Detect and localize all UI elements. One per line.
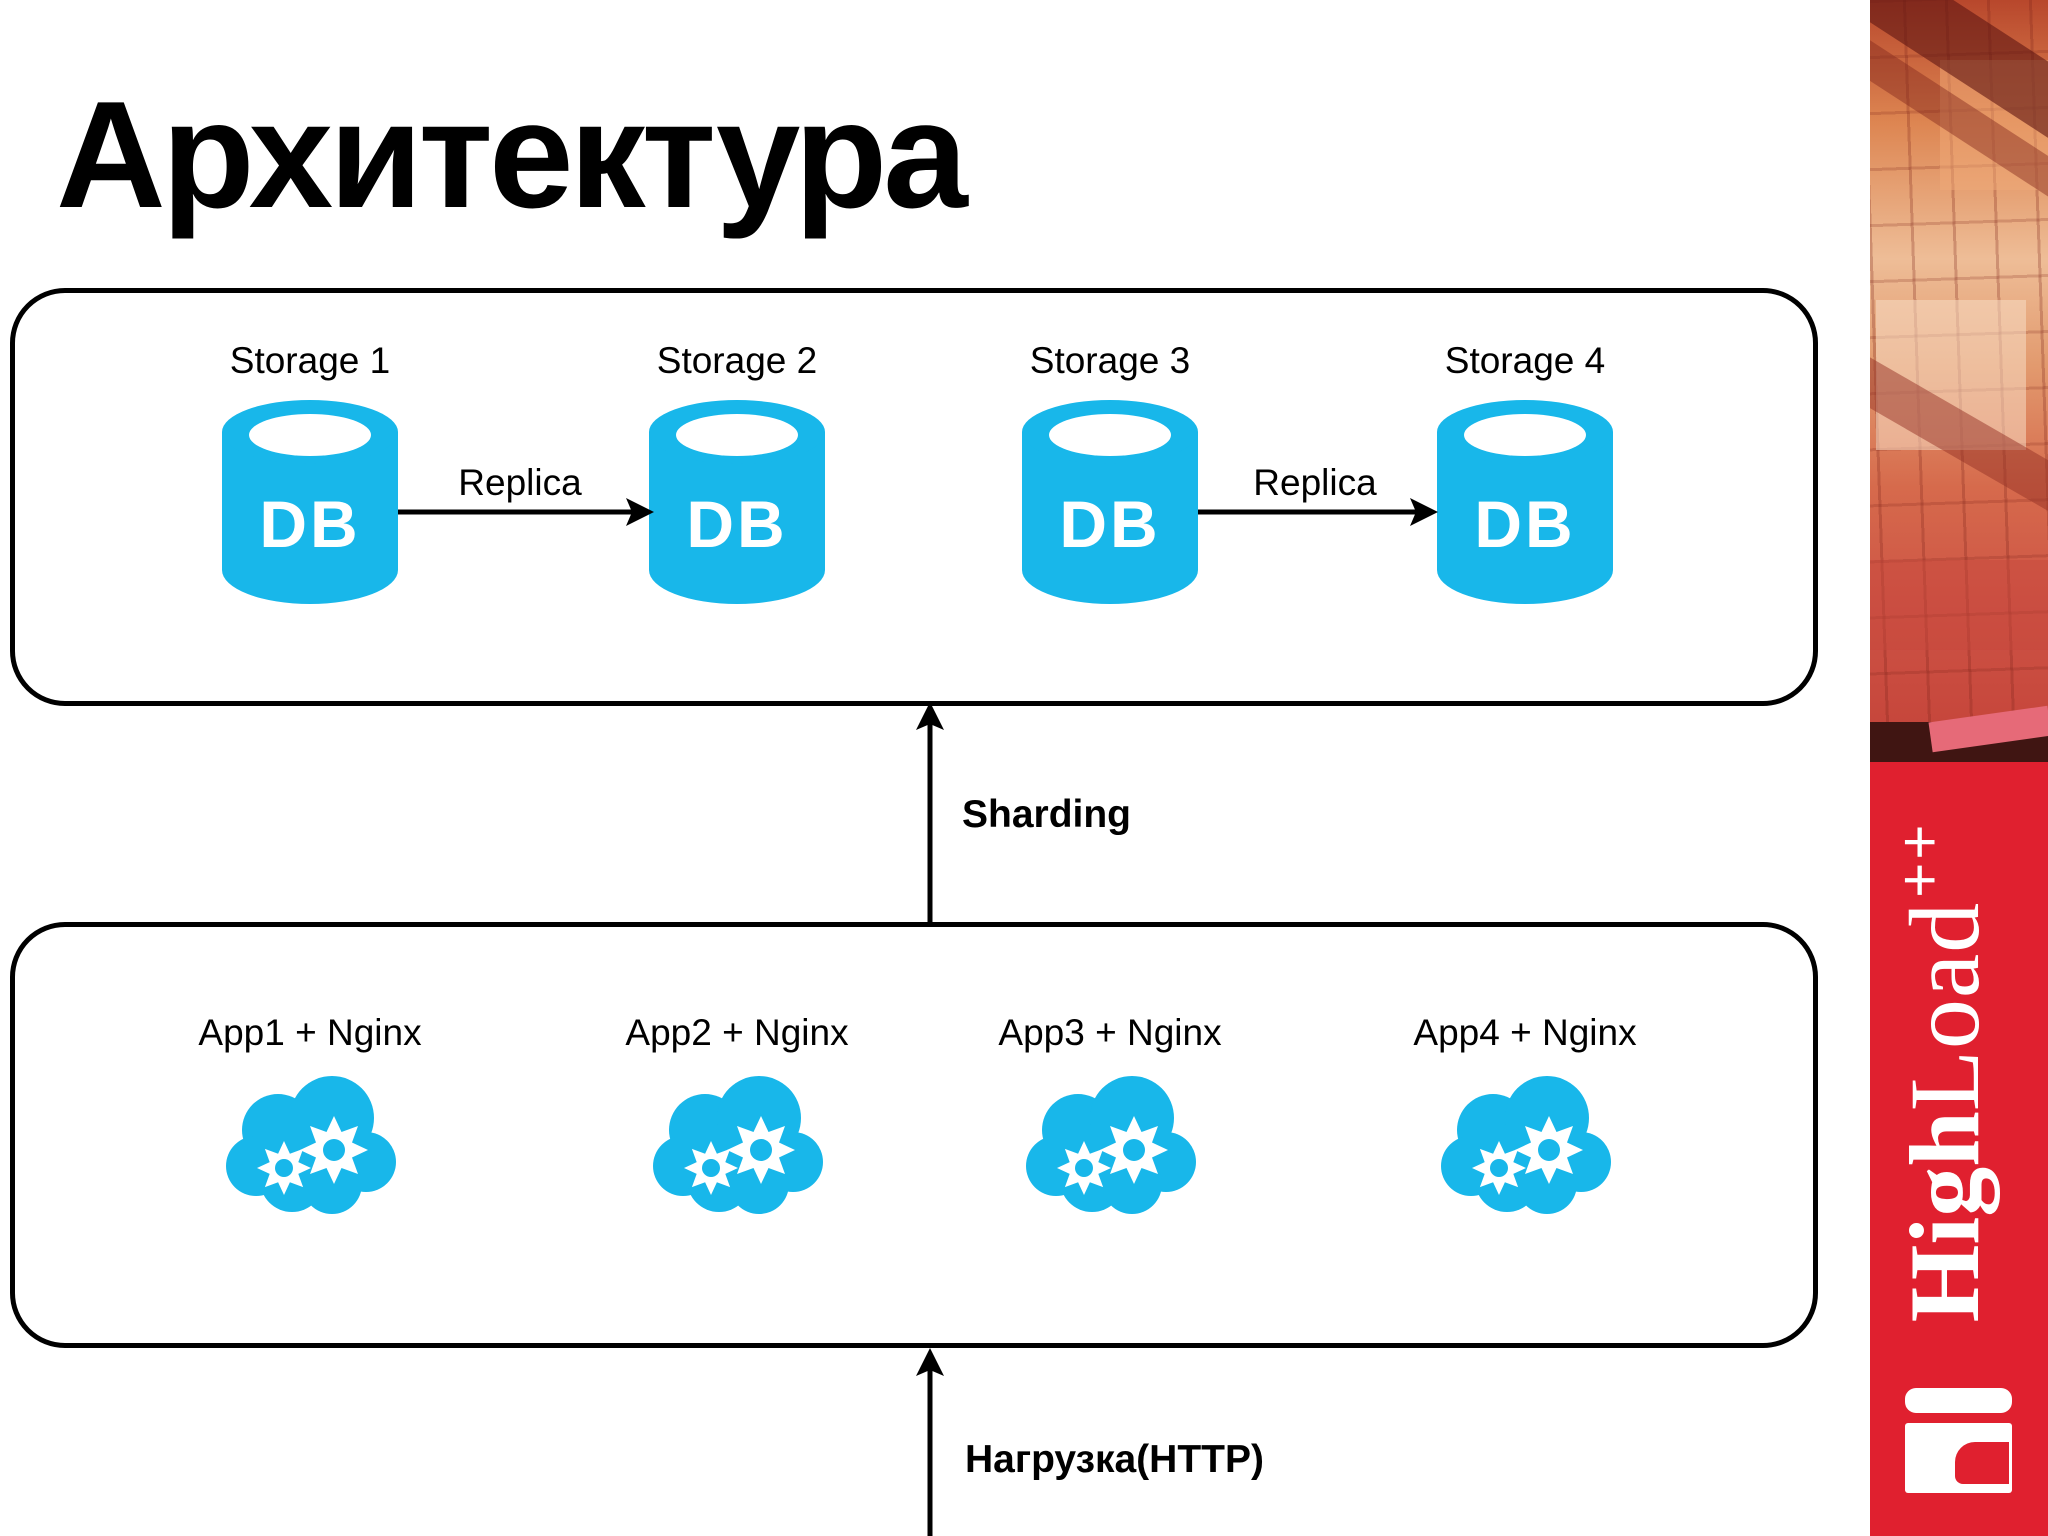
app-cloud-gears-icon [1435, 1068, 1615, 1220]
database-icon: DB [1437, 398, 1613, 606]
storage-node: Storage 4 DB [1375, 340, 1675, 606]
app-cloud-gears-icon [1020, 1068, 1200, 1220]
replica-label: Replica [1253, 462, 1377, 503]
wordmark-high: High [1889, 1111, 2000, 1323]
load-label: Нагрузка(HTTP) [965, 1438, 1264, 1481]
wordmark-plus-plus: ++ [1886, 821, 1953, 898]
app-node-label: App3 + Nginx [998, 1012, 1222, 1053]
storage-node-label: Storage 4 [1444, 340, 1606, 381]
storage-node-label: Storage 1 [229, 340, 391, 381]
app-node: App1 + Nginx [160, 1012, 460, 1220]
highload-banner [1870, 0, 2048, 1536]
sharding-arrow [916, 702, 944, 924]
app-node: App2 + Nginx [587, 1012, 887, 1220]
database-icon: DB [1022, 398, 1198, 606]
app-cloud-gears-icon [220, 1068, 400, 1220]
replica-label: Replica [458, 462, 582, 503]
storage-node: Storage 3 DB [960, 340, 1260, 606]
slide-title: Архитектура [56, 70, 968, 240]
replica-arrow [398, 498, 654, 526]
load-arrow [916, 1348, 944, 1536]
db-text: DB [686, 487, 788, 561]
highload-logo-icon [1905, 1388, 2012, 1493]
sharding-label: Sharding [962, 793, 1132, 836]
db-text: DB [1474, 487, 1576, 561]
database-icon: DB [649, 398, 825, 606]
app-node-label: App1 + Nginx [198, 1012, 422, 1053]
storage-node: Storage 2 DB [587, 340, 887, 606]
storage-node: Storage 1 DB [160, 340, 460, 606]
storage-node-label: Storage 2 [656, 340, 818, 381]
app-cloud-gears-icon [647, 1068, 827, 1220]
app-node-label: App4 + Nginx [1413, 1012, 1637, 1053]
db-text: DB [259, 487, 361, 561]
database-icon: DB [222, 398, 398, 606]
wordmark-load: Load [1889, 901, 2000, 1112]
app-node: App4 + Nginx [1375, 1012, 1675, 1220]
storage-node-label: Storage 3 [1029, 340, 1191, 381]
db-text: DB [1059, 487, 1161, 561]
app-node-label: App2 + Nginx [625, 1012, 849, 1053]
building-photo [1870, 0, 2048, 762]
app-node: App3 + Nginx [960, 1012, 1260, 1220]
replica-arrow [1198, 498, 1438, 526]
